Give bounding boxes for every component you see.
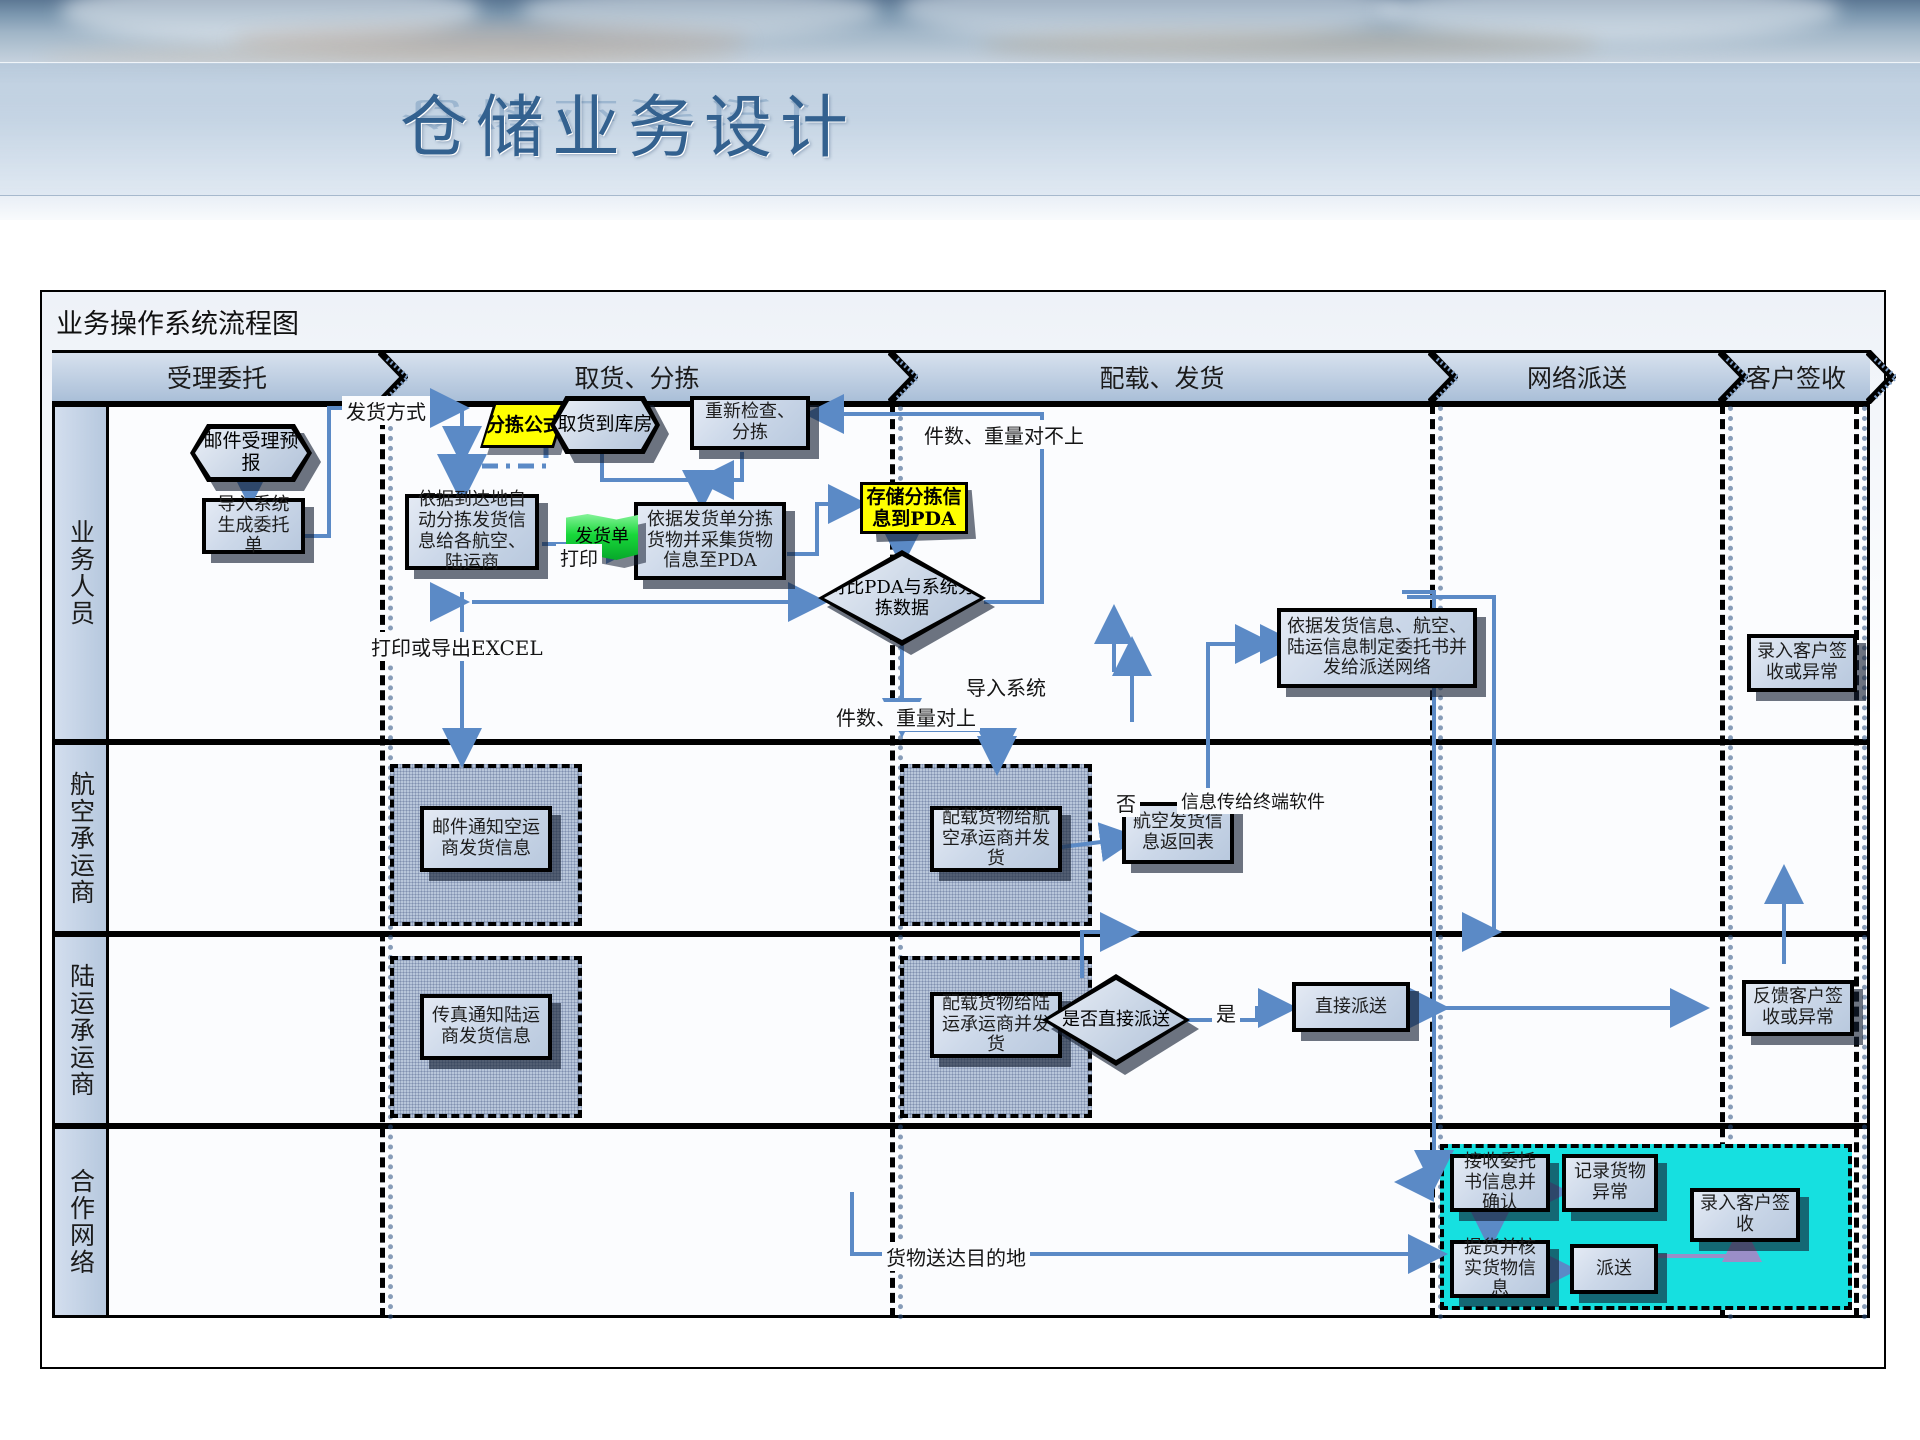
node-text: 邮件受理预报 xyxy=(203,430,299,474)
phase-header-0: 受理委托 xyxy=(52,350,408,404)
node-import-system-order[interactable]: 导入系统生成委托单 xyxy=(202,494,305,556)
swimlane-label-text: 航空承运商 xyxy=(66,770,96,906)
node-direct-delivery[interactable]: 直接派送 xyxy=(1292,982,1410,1032)
node-text: 提货并核实货物信息 xyxy=(1464,1236,1536,1300)
node-text: 配载货物给陆运承运商并发货 xyxy=(942,992,1050,1056)
slide-title: 仓储业务设计 xyxy=(400,89,857,168)
swimlane-label-3: 合作网络 xyxy=(55,1129,109,1315)
node-text: 重新检查、分拣 xyxy=(705,401,795,443)
swimlane-label-0: 业务人员 xyxy=(55,407,109,739)
phase-label: 受理委托 xyxy=(166,364,267,393)
edge-label-info-to-terminal-software: 信息传给终端软件 xyxy=(1177,788,1329,814)
node-receive-entrust-confirm[interactable]: 接收委托书信息并确认 xyxy=(1450,1150,1550,1214)
node-text: 录入客户签收或异常 xyxy=(1757,641,1847,683)
node-text: 是否直接派送 xyxy=(1062,1009,1170,1031)
phase-separator xyxy=(1720,404,1733,1320)
flowchart-title: 业务操作系统流程图 xyxy=(56,309,299,340)
phase-header-3: 网络派送 xyxy=(1432,350,1748,404)
node-feedback-sign-or-exception[interactable]: 反馈客户签收或异常 xyxy=(1742,980,1854,1036)
node-record-sign-or-exception[interactable]: 录入客户签收或异常 xyxy=(1747,634,1857,692)
node-text: 导入系统生成委托单 xyxy=(217,493,290,557)
node-label: 邮件受理预报 xyxy=(195,429,307,477)
node-text: 录入客户签收 xyxy=(1700,1193,1790,1235)
node-record-customer-sign[interactable]: 录入客户签收 xyxy=(1690,1188,1800,1242)
node-text: 配载货物给航空承运商并发货 xyxy=(942,806,1050,870)
node-auto-sort-dispatch[interactable]: 依据到达地自动分拣发货信息给各航空、陆运商 xyxy=(405,489,539,573)
banner-bottom-fade xyxy=(0,196,1920,220)
chevron-right-icon xyxy=(1866,350,1896,404)
cloud-decoration xyxy=(980,30,1600,60)
node-make-entrust-book[interactable]: 依据发货信息、航空、陆运信息制定委托书并发给派送网络 xyxy=(1277,608,1477,688)
chevron-right-icon xyxy=(888,350,918,404)
node-pickup-warehouse[interactable]: 取货到库房 xyxy=(550,396,669,463)
node-label: 存储分拣信息到PDA xyxy=(860,482,968,534)
node-text: 接收委托书信息并确认 xyxy=(1464,1150,1536,1214)
swimlane-label-text: 业务人员 xyxy=(66,519,96,627)
chevron-right-icon xyxy=(1718,350,1748,404)
edge-label-no: 否 xyxy=(1112,788,1140,817)
edge-label-count-weight-match: 件数、重量对上 xyxy=(832,702,980,731)
edge-label-yes: 是 xyxy=(1212,998,1240,1027)
node-text: 反馈客户签收或异常 xyxy=(1753,986,1843,1028)
node-text: 取货到库房 xyxy=(557,413,653,436)
node-text: 存储分拣信息到PDA xyxy=(866,485,962,530)
edge-label-goods-arrive-destination: 货物送达目的地 xyxy=(882,1242,1030,1271)
swimlane-label-text: 陆运承运商 xyxy=(66,962,96,1098)
node-sort-by-note-pda[interactable]: 依据发货单分拣货物并采集货物信息至PDA xyxy=(634,502,786,580)
node-text: 邮件通知空运商发货信息 xyxy=(432,817,540,859)
phase-label: 网络派送 xyxy=(1526,364,1627,393)
edge-label-import-to-system: 导入系统 xyxy=(962,672,1050,701)
node-text: 依据到达地自动分拣发货信息给各航空、陆运商 xyxy=(418,489,526,573)
banner-glass-strip xyxy=(0,62,1920,196)
node-text: 依据发货单分拣货物并采集货物信息至PDA xyxy=(647,508,773,572)
chevron-right-icon xyxy=(378,350,408,404)
node-fax-notify-land[interactable]: 传真通知陆运商发货信息 xyxy=(420,994,552,1060)
phase-label: 取货、分拣 xyxy=(574,364,700,393)
node-label: 取货到库房 xyxy=(555,401,655,449)
node-mail-preadvice[interactable]: 邮件受理预报 xyxy=(190,424,321,491)
swimlane-label-2: 陆运承运商 xyxy=(55,937,109,1123)
slide-banner: 仓储业务设计 仓储业务设计 xyxy=(0,0,1920,220)
phase-separator xyxy=(1430,404,1443,1320)
node-store-sort-pda[interactable]: 存储分拣信息到PDA xyxy=(860,482,976,542)
node-mail-notify-air[interactable]: 邮件通知空运商发货信息 xyxy=(420,806,552,872)
node-pickup-verify-cargo[interactable]: 提货并核实货物信息 xyxy=(1450,1236,1550,1300)
phase-label: 配载、发货 xyxy=(1099,364,1225,393)
node-text: 派送 xyxy=(1596,1257,1632,1279)
edge-label-count-weight-mismatch: 件数、重量对不上 xyxy=(920,420,1088,449)
node-text: 记录货物异常 xyxy=(1574,1161,1646,1203)
phase-separator xyxy=(380,404,393,1320)
chevron-right-icon xyxy=(1428,350,1458,404)
node-text: 航空发货信息返回表 xyxy=(1133,811,1223,853)
node-text: 依据发货信息、航空、陆运信息制定委托书并发给派送网络 xyxy=(1287,615,1467,679)
phase-label: 客户签收 xyxy=(1745,364,1846,393)
node-record-cargo-exception[interactable]: 记录货物异常 xyxy=(1562,1154,1658,1212)
phase-separator xyxy=(1854,404,1867,1320)
edge-label-print: 打印 xyxy=(556,544,603,571)
node-load-air-carrier[interactable]: 配载货物给航空承运商并发货 xyxy=(930,806,1062,872)
flowchart-frame: 业务操作系统流程图 受理委托 取货、分拣 配载、发货 网络派送 xyxy=(40,290,1896,1369)
node-recheck-sort[interactable]: 重新检查、分拣 xyxy=(690,396,810,450)
swimlane-label-1: 航空承运商 xyxy=(55,745,109,931)
node-text: 分拣公式 xyxy=(485,413,562,436)
node-compare-pda-system[interactable]: 对比PDA与系统分拣数据 xyxy=(818,550,995,655)
swimlane-label-text: 合作网络 xyxy=(66,1168,96,1276)
node-text: 传真通知陆运商发货信息 xyxy=(432,1005,540,1047)
node-text: 直接派送 xyxy=(1315,995,1387,1017)
cloud-decoration xyxy=(230,24,750,58)
node-direct-delivery-decision[interactable]: 是否直接派送 xyxy=(1042,974,1199,1075)
phase-header-2: 配载、发货 xyxy=(892,350,1458,404)
edge-label-print-or-export-excel: 打印或导出EXCEL xyxy=(367,632,547,661)
edge-label-delivery-mode: 发货方式 xyxy=(342,396,430,425)
phase-banner: 受理委托 取货、分拣 配载、发货 网络派送 客户签收 xyxy=(52,350,1896,404)
node-dispatch[interactable]: 派送 xyxy=(1570,1244,1658,1294)
